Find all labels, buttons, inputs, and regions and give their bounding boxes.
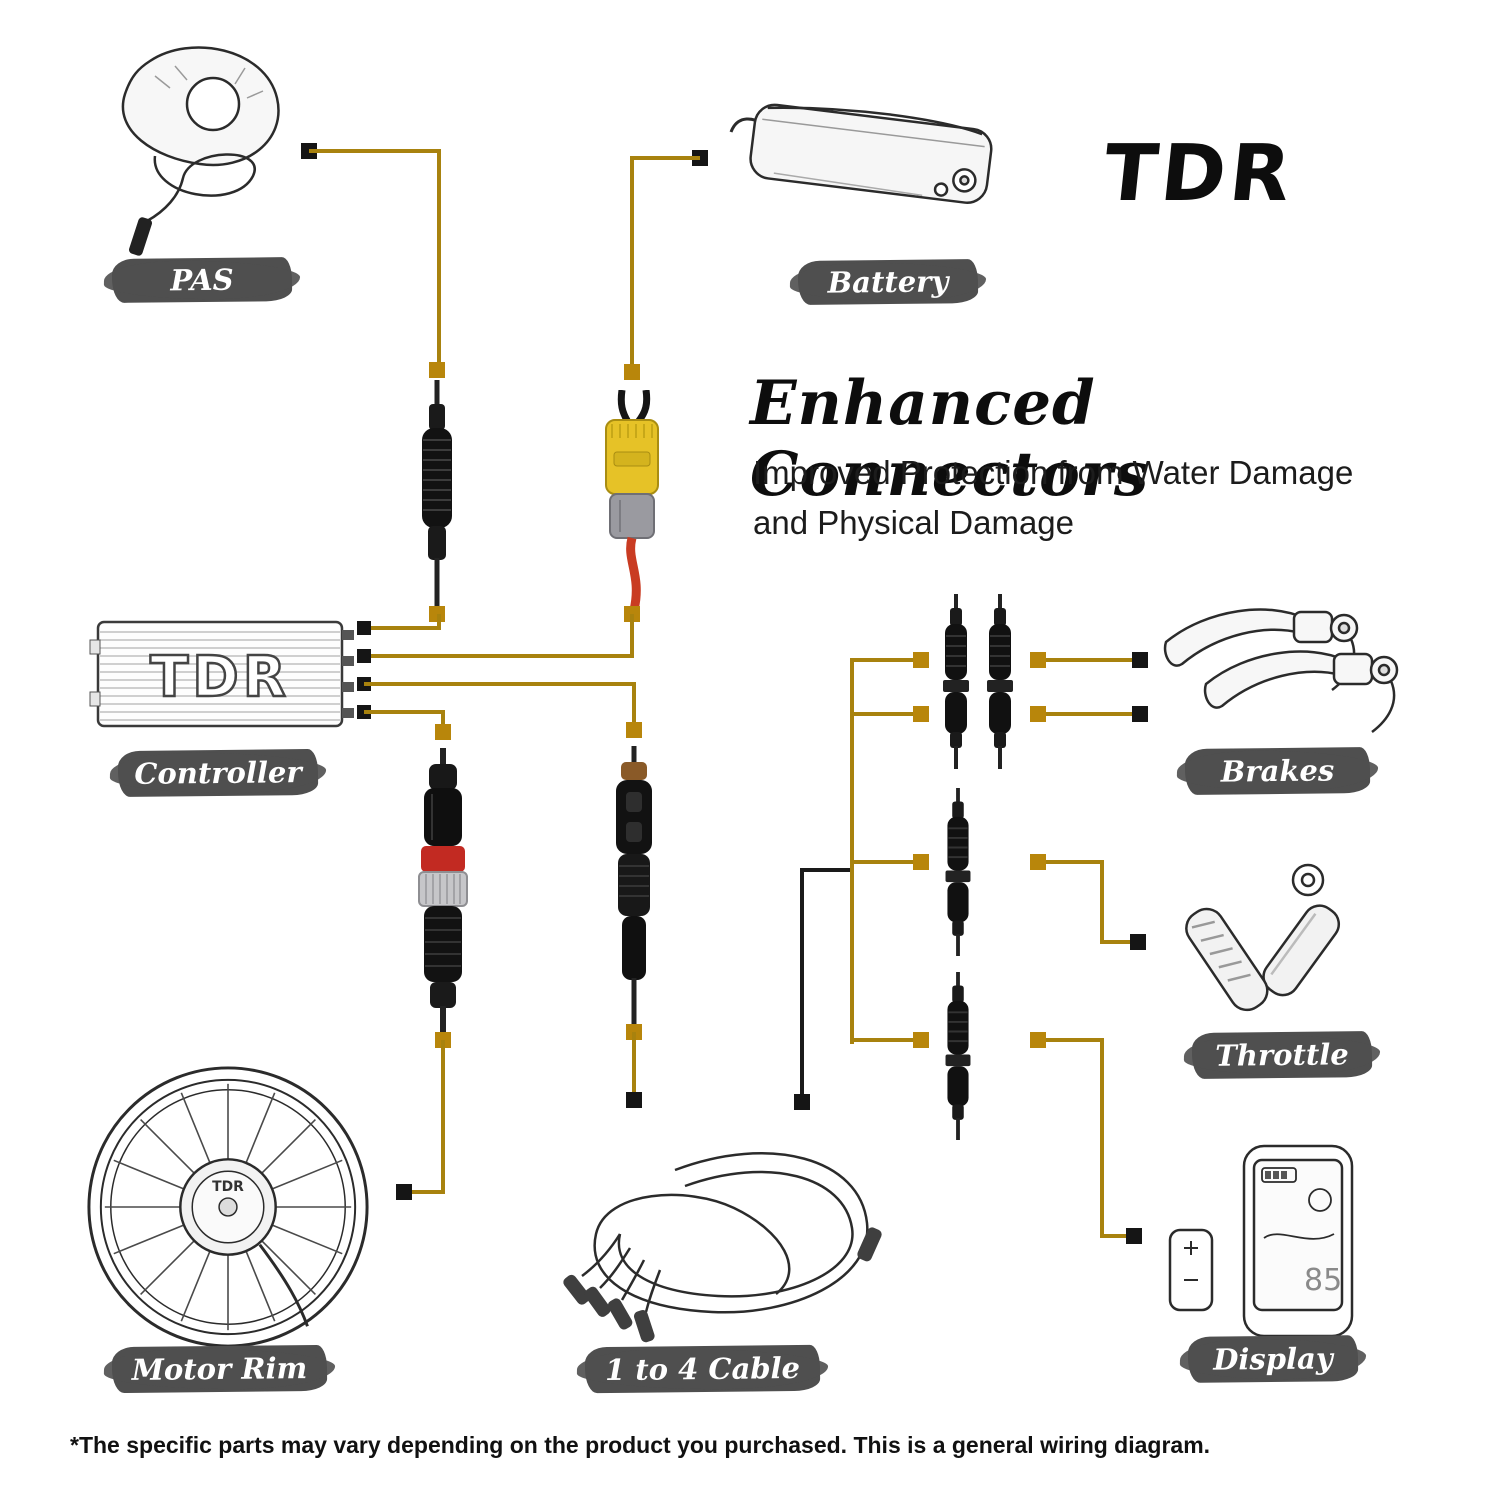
brakes-illustration — [1163, 608, 1399, 733]
display-illustration: 85 — [1168, 1144, 1354, 1338]
brake2-connector-left-node — [913, 706, 929, 722]
display-connector-right-node — [1030, 1032, 1046, 1048]
wire-motor-v — [441, 1040, 445, 1192]
display-connector-left-node — [913, 1032, 929, 1048]
brake1-wire-end-node — [1132, 652, 1148, 668]
signal-inline-connector — [616, 746, 652, 1030]
wire-throttle-h2 — [1100, 940, 1136, 944]
xt90-power-connector — [605, 390, 659, 610]
display-inline-connector — [945, 972, 971, 1140]
throttle-wire-end-node — [1130, 934, 1146, 950]
page-title: Enhanced Connectors — [750, 368, 1150, 510]
wire-display-v — [1100, 1038, 1104, 1238]
cable-wire-end-node-right — [794, 1094, 810, 1110]
pas-sensor-illustration — [121, 46, 280, 256]
wire-trunk-throttle-stub — [850, 860, 921, 864]
motor-phase-connector — [418, 748, 468, 1038]
wire-cable-link-v — [800, 868, 804, 1102]
controller-stub-node-2 — [357, 649, 371, 663]
wire-trunk-brake2-stub — [850, 712, 921, 716]
wire-signal-to-cable-v — [632, 1032, 636, 1094]
throttle-connector-right-node — [1030, 854, 1046, 870]
brakes-label: Brakes — [1184, 747, 1371, 795]
wire-battery-horizontal — [632, 156, 700, 160]
wire-battery-vertical — [630, 156, 634, 372]
wire-pas-to-controller-h — [364, 626, 441, 630]
one-to-four-cable-label: 1 to 4 Cable — [584, 1344, 821, 1394]
display-label: Display — [1187, 1335, 1359, 1383]
one-to-four-cable-illustration — [563, 1152, 882, 1343]
wire-motor-h — [404, 1190, 445, 1194]
wire-throttle-h1 — [1046, 860, 1104, 864]
wire-controller-to-signal-h — [364, 682, 634, 686]
motor-wire-end-node — [396, 1184, 412, 1200]
pas-label: PAS — [111, 257, 293, 303]
battery-connector-top-node — [624, 364, 640, 380]
motor-rim-illustration: TDR — [87, 1066, 369, 1348]
footer-disclaimer: *The specific parts may vary depending o… — [70, 1432, 1211, 1458]
subtitle-line-1: Improved Protection from Water Damage — [753, 454, 1354, 491]
controller-box-text: TDR — [150, 645, 290, 710]
wire-battery-to-controller-v — [630, 614, 634, 658]
brake-inline-connector-2 — [987, 594, 1013, 769]
throttle-illustration — [1185, 863, 1341, 1012]
wire-brake2-h — [1046, 712, 1138, 716]
battery-illustration — [729, 103, 993, 204]
wire-trunk-display-stub — [850, 1038, 921, 1042]
throttle-inline-connector — [945, 788, 971, 956]
wire-cable-link-h — [800, 868, 854, 872]
throttle-connector-left-node — [913, 854, 929, 870]
brake1-connector-right-node — [1030, 652, 1046, 668]
wire-trunk-vertical — [850, 658, 854, 1044]
cable-wire-end-node-left — [626, 1092, 642, 1108]
brake2-wire-end-node — [1132, 706, 1148, 722]
wire-pas-vertical — [437, 149, 441, 370]
brake1-connector-left-node — [913, 652, 929, 668]
wire-trunk-brake1-stub — [850, 658, 921, 662]
controller-label: Controller — [117, 748, 319, 798]
motor-hub-text: TDR — [212, 1179, 244, 1195]
wire-pas-horizontal — [309, 149, 439, 153]
page-subtitle: Improved Protection from Water Damage an… — [753, 448, 1463, 547]
wire-throttle-v — [1100, 860, 1104, 944]
display-wire-end-node — [1126, 1228, 1142, 1244]
battery-wire-end-node — [692, 150, 708, 166]
pas-connector-top-node — [429, 362, 445, 378]
throttle-label: Throttle — [1191, 1031, 1373, 1079]
wire-battery-to-controller-h — [364, 654, 634, 658]
controller-stub-node-1 — [357, 621, 371, 635]
tdr-logo-text: TDR — [1099, 128, 1299, 218]
brake-inline-connector-1 — [943, 594, 969, 769]
signal-connector-top-node — [626, 722, 642, 738]
motor-connector-top-node — [435, 724, 451, 740]
wire-pas-to-controller-v — [437, 614, 441, 630]
pas-inline-connector — [422, 380, 452, 612]
subtitle-line-2: and Physical Damage — [753, 503, 1075, 541]
brake2-connector-right-node — [1030, 706, 1046, 722]
motor-rim-label: Motor Rim — [111, 1344, 328, 1394]
wire-controller-to-motor-v — [441, 710, 445, 730]
wire-controller-to-motor-h — [364, 710, 445, 714]
wire-display-h1 — [1046, 1038, 1104, 1042]
wire-display-h2 — [1100, 1234, 1132, 1238]
wire-brake1-h — [1046, 658, 1138, 662]
battery-label: Battery — [797, 259, 979, 305]
display-screen-reading: 85 — [1304, 1263, 1342, 1298]
tdr-logo: TDR — [1099, 128, 1299, 218]
wire-controller-to-signal-v — [632, 682, 636, 730]
controller-illustration: TDR — [89, 620, 354, 728]
